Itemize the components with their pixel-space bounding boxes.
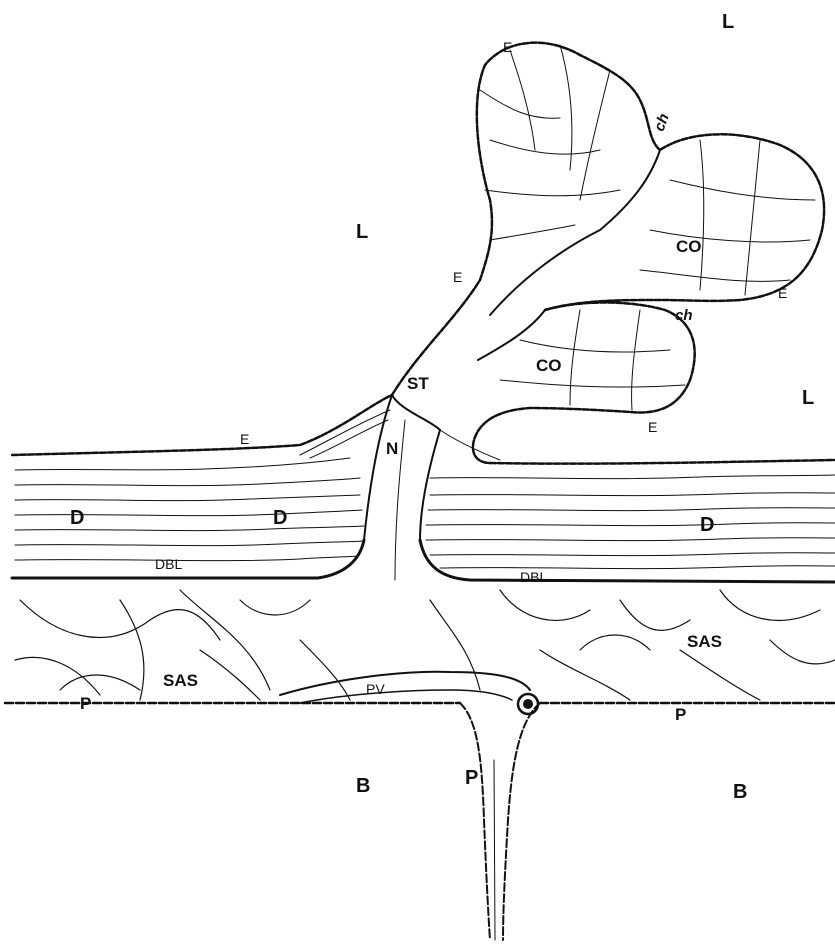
label-dura-middle: D [273, 508, 287, 528]
label-sas-right: SAS [687, 633, 722, 650]
pial-vessel [280, 672, 538, 714]
label-ch-lower: ch [675, 308, 693, 323]
label-pia-center: P [465, 768, 478, 788]
label-epithelium-top: E [503, 40, 512, 54]
label-epithelium-right: E [778, 286, 787, 300]
label-co-lower: CO [536, 357, 562, 374]
label-epithelium-mid: E [453, 270, 462, 284]
label-stalk: ST [407, 375, 429, 392]
label-lumen-top-right: L [722, 12, 734, 32]
label-epithelium-lower: E [648, 420, 657, 434]
label-epithelium-left: E [240, 432, 249, 446]
label-brain-right: B [733, 782, 747, 802]
pia-mater [5, 703, 835, 940]
choroid-plexus [392, 43, 824, 463]
dura-layer [12, 395, 835, 582]
label-dura-left: D [70, 508, 84, 528]
label-pia-right: P [675, 706, 686, 723]
label-pial-vessel: PV [366, 682, 385, 696]
label-co-upper: CO [676, 238, 702, 255]
label-dbl-right: DBL [520, 570, 547, 584]
label-dbl-left: DBL [155, 557, 182, 571]
label-lumen-right: L [802, 388, 814, 408]
label-pia-left: P [80, 695, 91, 712]
label-brain-left: B [356, 776, 370, 796]
label-lumen-left: L [356, 222, 368, 242]
label-dura-right: D [700, 515, 714, 535]
label-sas-left: SAS [163, 672, 198, 689]
label-n: N [386, 440, 398, 457]
